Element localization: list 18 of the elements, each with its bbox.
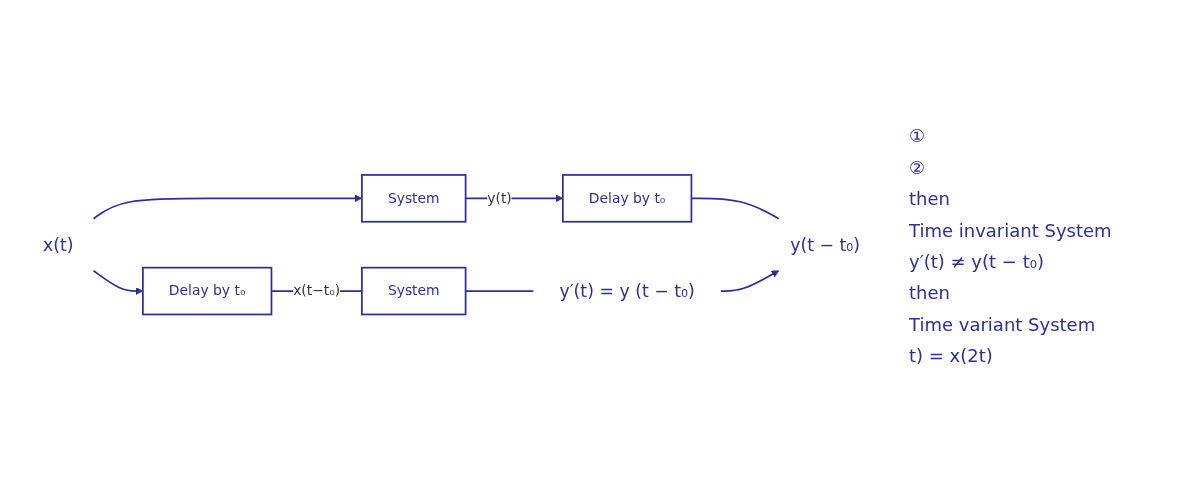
note-text: y′(t) ≠ y(t − t₀) — [909, 250, 1045, 274]
note-text: t) = x(2t) — [909, 344, 994, 368]
note-text: Time invariant System — [909, 218, 1113, 242]
note-text: then — [909, 281, 951, 305]
node-box: System — [361, 266, 467, 316]
node-text: x(t) — [42, 234, 74, 256]
node-box: Delay by t₀ — [561, 174, 693, 223]
arrow — [719, 270, 780, 292]
edge-label: y(t) — [487, 189, 512, 207]
edge-label: x(t−t₀) — [293, 282, 341, 299]
node-box: System — [361, 174, 467, 223]
node-text: y′(t) = y (t − t₀) — [559, 280, 695, 302]
note-text: ② — [909, 155, 927, 180]
note-text: then — [909, 187, 951, 211]
node-text: y(t − t₀) — [790, 234, 861, 256]
note-text: Time variant System — [909, 312, 1097, 337]
note-text: ① — [909, 124, 927, 148]
node-box: Delay by t₀ — [142, 266, 273, 316]
